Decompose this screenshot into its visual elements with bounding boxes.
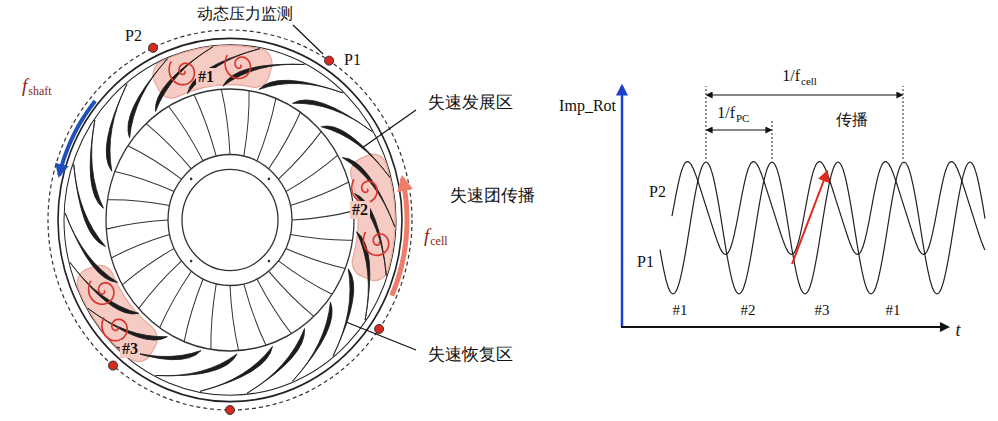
- impeller-blade: [160, 271, 192, 328]
- hub-hole: [190, 260, 193, 263]
- propagation-label: 传播: [836, 111, 868, 129]
- x-axis: [621, 326, 948, 328]
- pressure-sensor: [149, 43, 158, 52]
- impeller-blade: [221, 89, 230, 154]
- impeller-blade: [244, 91, 249, 157]
- leader-line: [362, 110, 416, 148]
- impeller-blade: [139, 261, 182, 309]
- stall-cell-number: #2: [350, 201, 370, 219]
- period-subscript: cell: [801, 75, 817, 88]
- impeller-blade: [292, 211, 354, 220]
- stall-cell: [351, 154, 395, 280]
- vortex-symbol: [363, 232, 388, 255]
- casing-outer: [58, 38, 402, 401]
- dimension-arrow: [707, 95, 902, 96]
- diffuser-vane: [188, 49, 260, 94]
- diffuser-vane: [90, 120, 103, 208]
- impeller-blade: [257, 279, 292, 334]
- stall-cell-number: #1: [196, 68, 216, 86]
- impeller-blade: [194, 95, 216, 156]
- period-marker: [903, 86, 904, 159]
- vortex-symbol: [352, 179, 377, 202]
- impeller-blade: [146, 124, 191, 169]
- period-marker: [706, 86, 707, 159]
- pressure-sensor: [109, 361, 118, 370]
- monitor-ring: [48, 30, 412, 410]
- impeller-blade: [286, 155, 338, 191]
- vortex-symbol: [225, 55, 250, 78]
- axis-label: t: [955, 320, 960, 341]
- vortex-symbol: [169, 61, 194, 84]
- hub: [168, 155, 292, 286]
- cell-passage-number: #2: [741, 302, 756, 319]
- frequency-subscript: shaft: [28, 85, 51, 99]
- vortex-symbol: [102, 317, 127, 340]
- hub-hole: [190, 178, 193, 181]
- impeller-rim: [106, 89, 354, 351]
- region-label: 失速恢复区: [428, 345, 513, 365]
- impeller-blade: [278, 261, 332, 294]
- leader-line: [346, 322, 416, 350]
- cell-passage-number: #1: [886, 302, 901, 319]
- hub-bore: [182, 169, 278, 270]
- signal-label: P1: [637, 253, 654, 271]
- signal-label: P2: [649, 183, 666, 201]
- pressure-sensor: [226, 406, 235, 415]
- hub-hole: [268, 178, 271, 181]
- y-axis: [621, 86, 624, 327]
- sensor-label: P1: [344, 51, 361, 69]
- region-label: 失速发展区: [428, 93, 513, 113]
- pressure-sensor: [375, 324, 384, 333]
- axis-label: Imp_Rot: [559, 97, 616, 115]
- impeller-blade: [244, 284, 266, 345]
- p2-signal: [672, 162, 985, 255]
- impeller-blade: [278, 131, 321, 179]
- impeller-blade: [290, 182, 348, 205]
- impeller-blade: [106, 220, 168, 229]
- period-label: 1/f: [717, 104, 735, 122]
- diffuser-vane: [259, 80, 343, 93]
- impeller-blade: [269, 271, 314, 316]
- sensor-annotation: 动态压力监测: [197, 5, 293, 23]
- cell-propagation-arrow: [392, 178, 407, 295]
- compressor: [58, 38, 402, 401]
- impeller-blade: [184, 279, 203, 342]
- p1-signal: [660, 162, 985, 294]
- region-label: 失速团传播: [450, 186, 535, 206]
- impeller-blade: [286, 248, 345, 268]
- impeller-blade: [290, 235, 352, 241]
- frequency-symbol: f: [424, 225, 429, 247]
- impeller-blade: [257, 98, 276, 161]
- diffuser-vane: [357, 232, 370, 320]
- cell-passage-number: #3: [815, 302, 830, 319]
- dimension-arrow: [707, 130, 771, 131]
- frequency-subscript: cell: [430, 235, 447, 249]
- pressure-sensor: [325, 56, 334, 65]
- sensor-label: P2: [125, 27, 142, 45]
- period-label: 1/f: [782, 67, 800, 85]
- shaft-rotation-arrow: [59, 101, 95, 175]
- hub-hole: [268, 260, 271, 263]
- propagation-arrow: [792, 172, 827, 264]
- impeller-blade: [128, 146, 182, 179]
- stall-cell-number: #3: [120, 340, 140, 358]
- period-marker: [772, 121, 773, 159]
- impeller-blade: [230, 285, 239, 350]
- impeller-blade: [169, 106, 204, 161]
- period-subscript: PC: [736, 112, 749, 125]
- impeller-blade: [122, 248, 174, 284]
- leader-line: [293, 25, 323, 54]
- frequency-symbol: f: [22, 75, 27, 97]
- impeller-blade: [111, 235, 169, 258]
- impeller-blade: [107, 200, 169, 206]
- vortex-symbol: [89, 281, 114, 304]
- cell-passage-number: #1: [673, 302, 688, 319]
- casing-inner: [64, 45, 396, 396]
- impeller-blade: [269, 112, 301, 169]
- impeller-blade: [115, 172, 174, 192]
- impeller-blade: [211, 284, 216, 350]
